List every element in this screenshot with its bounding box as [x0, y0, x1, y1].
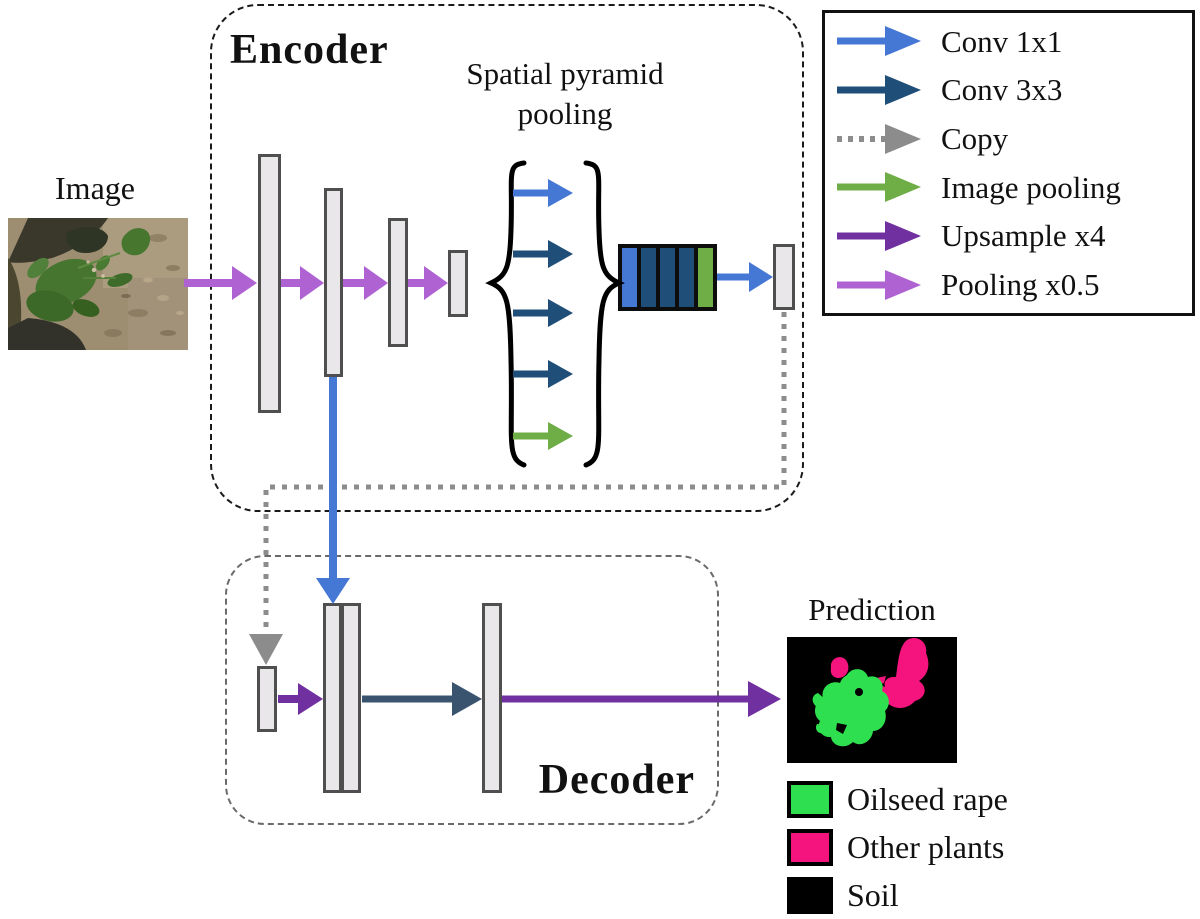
- prediction-oilseed-rape-region: [812, 669, 889, 747]
- spp-label-line1: Spatial pyramid: [466, 56, 664, 91]
- soil-swatch: [787, 876, 833, 914]
- class-row-soil: Soil: [787, 876, 899, 914]
- aspp-stripe-conv3x3-c: [679, 248, 694, 307]
- class-row-oilseed-rape: Oilseed rape: [787, 780, 1008, 818]
- decoder-refined-bar: [482, 603, 502, 793]
- legend-row-copy: Copy: [835, 115, 1192, 163]
- prediction-image: [787, 637, 957, 763]
- spatial-pyramid-pooling-label: Spatial pyramid pooling: [420, 54, 710, 135]
- legend-row-conv3x3: Conv 3x3: [835, 66, 1192, 114]
- copy-arrow-icon: [837, 123, 921, 154]
- decoder-concat-bar-a: [323, 603, 342, 793]
- encoder-feature-bar-4: [448, 250, 468, 317]
- oilseed-rape-swatch: [787, 780, 833, 818]
- decoder-concat-bar-b: [341, 603, 361, 793]
- conv1x1-arrow-icon: [837, 26, 921, 57]
- prediction-label: Prediction: [808, 592, 936, 627]
- legend-row-pooling: Pooling x0.5: [835, 261, 1192, 309]
- encoder-feature-bar-3: [388, 218, 408, 347]
- legend-row-upsample: Upsample x4: [835, 212, 1192, 260]
- input-photo: [8, 218, 188, 350]
- spp-label-line2: pooling: [517, 96, 613, 132]
- class-label: Other plants: [847, 829, 1005, 865]
- other-plants-swatch: [787, 828, 833, 866]
- legend-row-image-pooling: Image pooling: [835, 163, 1192, 211]
- class-row-other-plants: Other plants: [787, 828, 1004, 866]
- input-image-label: Image: [55, 170, 135, 206]
- conv3x3-arrow-icon: [837, 74, 921, 105]
- aspp-stripe-conv1x1: [622, 248, 637, 307]
- photo-plant-leaves: [26, 228, 151, 322]
- decoder-title: Decoder: [538, 757, 695, 803]
- encoder-title: Encoder: [230, 27, 389, 73]
- legend-label: Conv 1x1: [941, 23, 1063, 59]
- pooling-arrow-icon: [837, 269, 921, 300]
- legend-label: Conv 3x3: [941, 72, 1063, 108]
- encoder-feature-bar-1: [258, 154, 281, 413]
- aspp-stripe-conv3x3-b: [660, 248, 675, 307]
- upsample-arrow-icon: [837, 220, 921, 251]
- aspp-stripe-image-pooling: [698, 248, 713, 307]
- class-label: Oilseed rape: [847, 781, 1008, 817]
- legend-label: Copy: [941, 121, 1009, 157]
- legend-label: Pooling x0.5: [941, 267, 1100, 303]
- image-pooling-arrow-icon: [837, 172, 921, 203]
- legend-row-conv1x1: Conv 1x1: [835, 17, 1192, 65]
- legend-label: Upsample x4: [941, 218, 1106, 254]
- legend-label: Image pooling: [941, 169, 1121, 205]
- encoder-output-bar: [773, 244, 795, 310]
- aspp-feature-block: [618, 244, 717, 311]
- photo-soil-texture: [104, 234, 184, 337]
- class-label: Soil: [847, 877, 899, 913]
- encoder-feature-bar-2: [324, 188, 343, 377]
- aspp-stripe-conv3x3-a: [641, 248, 656, 307]
- arrow-legend: Conv 1x1 Conv 3x3 Copy Image pooling: [822, 10, 1195, 316]
- decoder-lowlevel-bar: [257, 666, 277, 732]
